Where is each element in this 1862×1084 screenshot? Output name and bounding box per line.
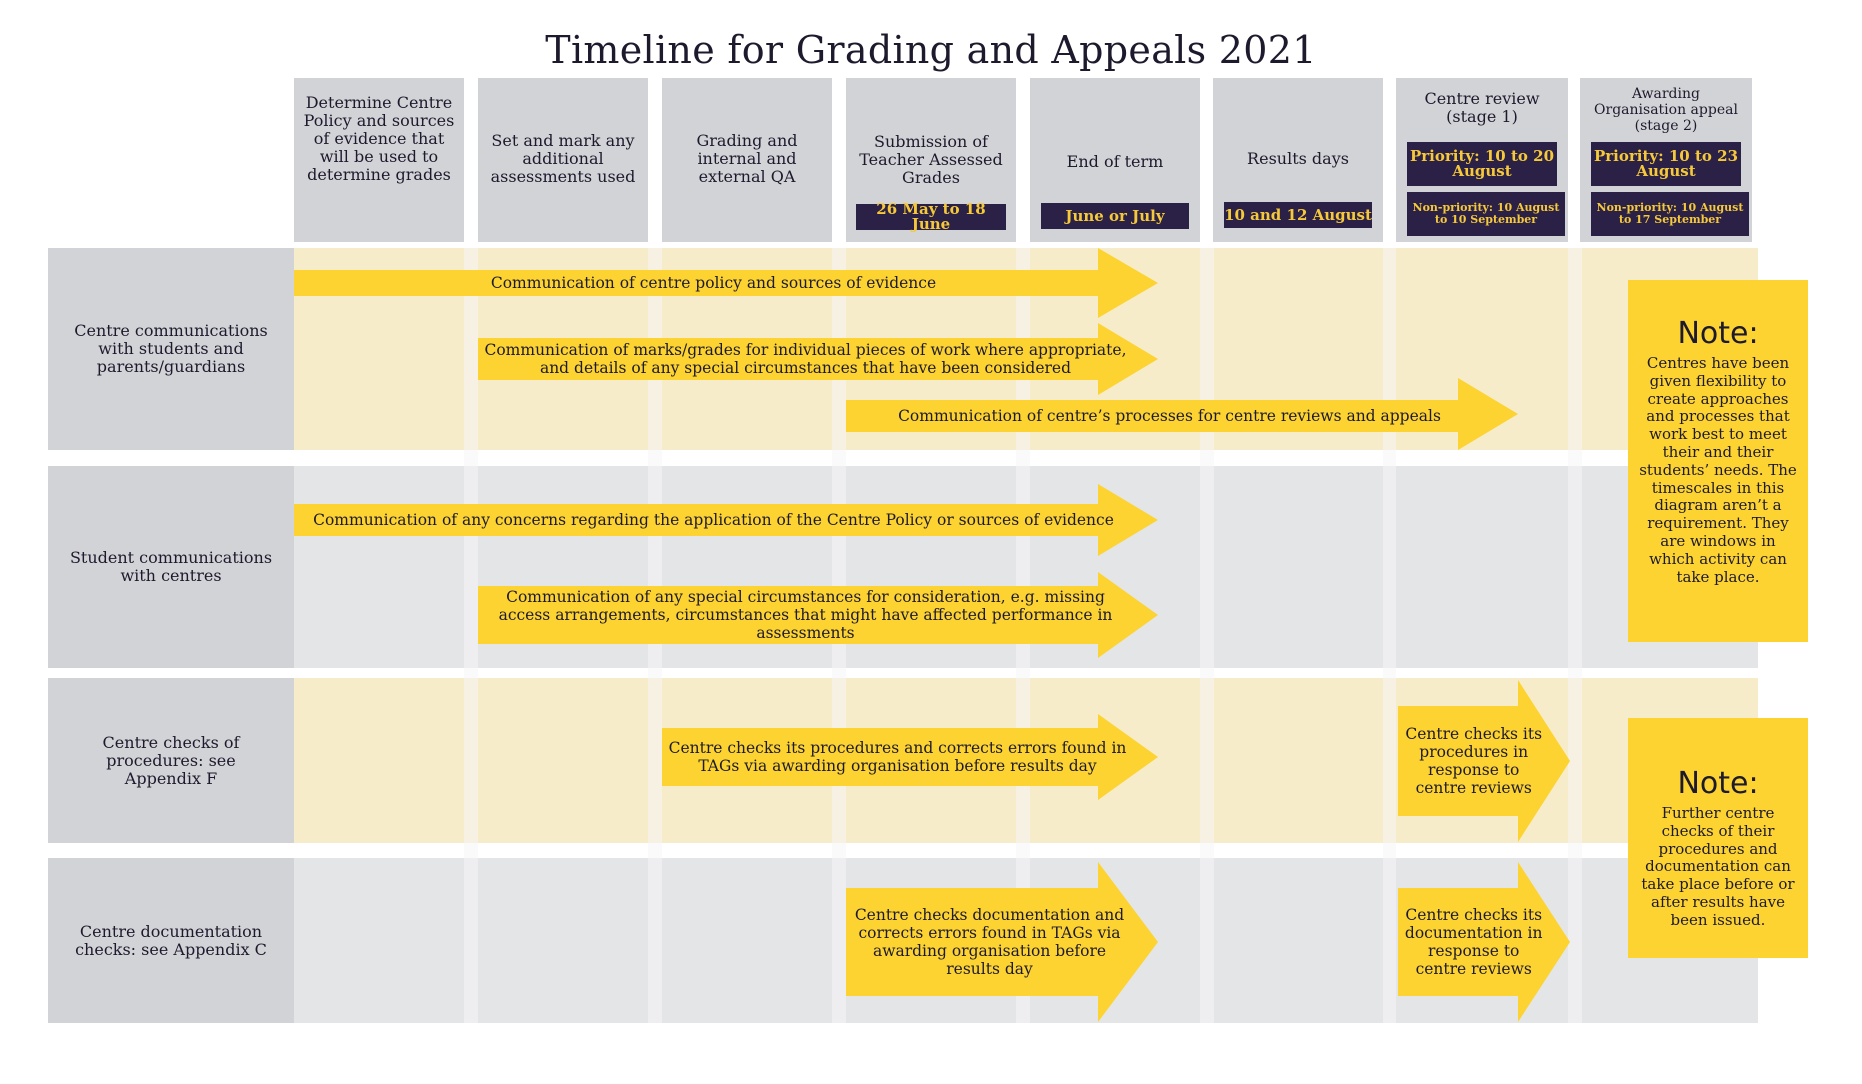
note-title: Note: [1677, 316, 1759, 351]
nonpriority-pill: Non-priority: 10 August to 10 September [1407, 192, 1565, 236]
row-header-3: Centre checks of procedures: see Appendi… [48, 678, 294, 843]
column-label: Centre review (stage 1) [1424, 89, 1540, 126]
date-pill: 26 May to 18 June [856, 202, 1006, 232]
page-title: Timeline for Grading and Appeals 2021 [545, 28, 1317, 72]
arrow-label: Centre checks its procedures in response… [1405, 725, 1543, 797]
column-header-6: Results days 10 and 12 August [1213, 78, 1383, 242]
date-pill: 10 and 12 August [1224, 202, 1372, 228]
note-box-2: Note: Further centre checks of their pro… [1628, 718, 1808, 958]
column-label: Set and mark any additional assessments … [490, 131, 636, 186]
row-header-2: Student communications with centres [48, 466, 294, 668]
arrow-label: Centre checks documentation and corrects… [854, 906, 1125, 978]
column-label: Submission of Teacher Assessed Grades [859, 132, 1003, 187]
arrow-4: Communication of any concerns regarding … [294, 484, 1158, 556]
arrow-2: Communication of marks/grades for indivi… [478, 323, 1158, 395]
column-header-5: End of term June or July [1030, 78, 1200, 242]
arrow-6: Centre checks its procedures and correct… [662, 714, 1158, 800]
arrow-label: Communication of any special circumstanc… [498, 588, 1113, 642]
column-label: Determine Centre Policy and sources of e… [303, 93, 455, 184]
note-title: Note: [1677, 766, 1759, 801]
column-label: End of term [1066, 152, 1164, 171]
column-label: Awarding Organisation appeal (stage 2) [1594, 86, 1738, 134]
nonpriority-pill: Non-priority: 10 August to 17 September [1591, 192, 1749, 236]
column-header-2: Set and mark any additional assessments … [478, 78, 648, 242]
column-divider [1383, 248, 1396, 1023]
column-divider [1200, 248, 1214, 1023]
column-header-1: Determine Centre Policy and sources of e… [294, 78, 464, 242]
arrow-label: Centre checks its documentation in respo… [1404, 906, 1543, 978]
note-body: Further centre checks of their procedure… [1641, 804, 1795, 929]
arrow-9: Centre checks its documentation in respo… [1398, 862, 1570, 1022]
column-header-8: Awarding Organisation appeal (stage 2) P… [1580, 78, 1752, 242]
arrow-7: Centre checks its procedures in response… [1398, 680, 1570, 842]
column-label: Results days [1247, 149, 1349, 168]
note-box-1: Note: Centres have been given flexibilit… [1628, 280, 1808, 642]
column-header-4: Submission of Teacher Assessed Grades 26… [846, 78, 1016, 242]
arrow-label: Communication of marks/grades for indivi… [484, 341, 1127, 377]
column-divider [464, 248, 478, 1023]
row-header-1: Centre communications with students and … [48, 248, 294, 450]
priority-pill: Priority: 10 to 23 August [1591, 142, 1741, 186]
column-header-3: Grading and internal and external QA [662, 78, 832, 242]
arrow-8: Centre checks documentation and corrects… [846, 862, 1158, 1022]
arrow-label: Communication of any concerns regarding … [313, 511, 1114, 529]
note-body: Centres have been given flexibility to c… [1639, 354, 1797, 586]
column-label: Grading and internal and external QA [696, 131, 798, 186]
row-header-4: Centre documentation checks: see Appendi… [48, 858, 294, 1023]
column-divider [1568, 248, 1582, 1023]
arrow-5: Communication of any special circumstanc… [478, 572, 1158, 658]
priority-pill: Priority: 10 to 20 August [1407, 142, 1557, 186]
arrow-label: Communication of centre policy and sourc… [490, 274, 937, 292]
arrow-label: Centre checks its procedures and correct… [668, 739, 1127, 775]
arrow-label: Communication of centre’s processes for … [898, 407, 1441, 425]
arrow-3: Communication of centre’s processes for … [846, 378, 1518, 450]
arrow-1: Communication of centre policy and sourc… [294, 248, 1158, 318]
column-header-7: Centre review (stage 1) Priority: 10 to … [1396, 78, 1568, 242]
date-pill: June or July [1041, 203, 1189, 229]
